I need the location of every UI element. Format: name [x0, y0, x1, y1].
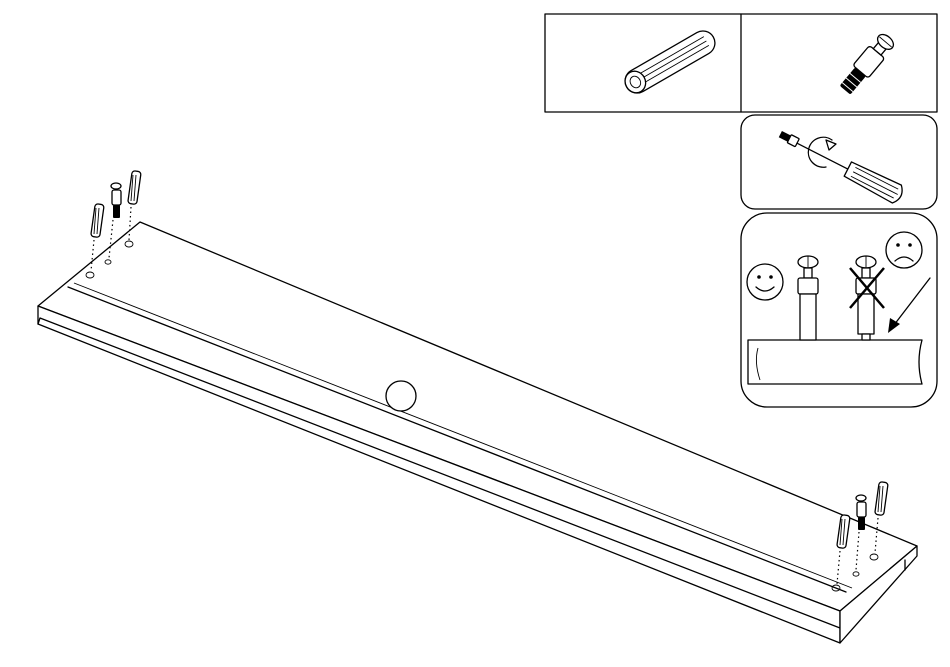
gap-arrow-icon: [888, 278, 930, 333]
board-top-face: [38, 222, 917, 611]
screwdriver-panel-frame: [741, 115, 937, 209]
board-groove: [68, 287, 846, 592]
smiley-sad-icon: [886, 232, 922, 268]
dowel-icon: [621, 27, 720, 98]
step-callout-circle: [386, 381, 416, 411]
cam-bolt-incorrect-icon: [850, 256, 884, 340]
cam-bolt-correct-icon: [798, 256, 818, 340]
screwdriver-instruction-panel: [741, 115, 937, 209]
dowel-icon: [128, 171, 142, 205]
arrow-head: [826, 140, 836, 150]
board-section: [748, 340, 922, 384]
depth-check-panel: [741, 213, 937, 407]
shelf-board: [38, 222, 917, 643]
screwdriver-icon: [776, 126, 906, 205]
cam-bolt-icon: [111, 183, 121, 218]
smiley-happy-icon: [747, 264, 783, 300]
parts-legend-box: [545, 14, 937, 112]
dowel-icon: [91, 204, 105, 238]
cam-bolt-icon: [837, 31, 897, 97]
dowel-icon: [875, 482, 889, 516]
